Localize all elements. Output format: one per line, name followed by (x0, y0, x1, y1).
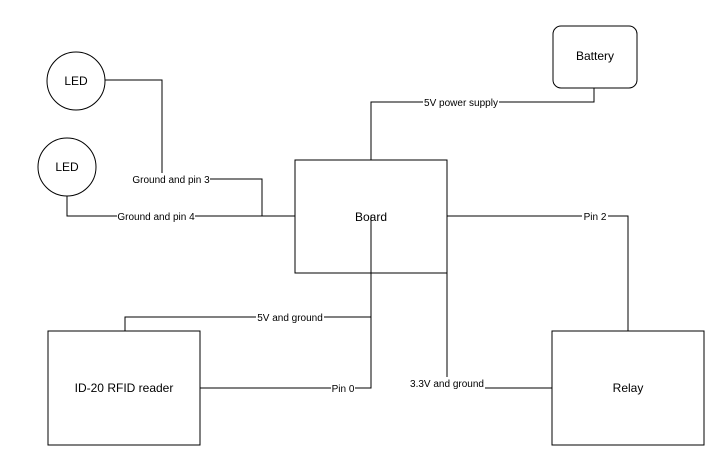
edge-label-rfid-pin0: Pin 0 (331, 382, 355, 395)
edge-text-battery-board: 5V power supply (424, 98, 498, 109)
rfid-node: ID-20 RFID reader (47, 330, 201, 446)
battery-label: Battery (576, 49, 614, 63)
relay-node: Relay (551, 330, 705, 446)
led-bottom-label: LED (55, 160, 79, 174)
edge-text-rfid-pin0: Pin 0 (332, 384, 355, 395)
edge-text-led-bottom-board: Ground and pin 4 (117, 212, 195, 223)
wire-board-relay (447, 215, 629, 331)
led-bottom-circle (37, 137, 97, 197)
relay-box (551, 330, 705, 446)
edge-label-led-top-board: Ground and pin 3 (132, 173, 210, 186)
edge-label-led-bottom-board: Ground and pin 4 (117, 210, 195, 223)
led-top-label: LED (64, 74, 88, 88)
battery-node: Battery (552, 25, 638, 89)
edge-text-relay-power: 3.3V and ground (410, 379, 484, 390)
led-bottom-node: LED (37, 137, 97, 197)
edge-label-relay-power: 3.3V and ground (409, 377, 485, 390)
rfid-box (47, 330, 201, 446)
led-top-circle (46, 51, 106, 111)
wire-led-bottom-board (66, 194, 295, 217)
battery-box (552, 25, 638, 89)
edge-label-board-relay: Pin 2 (582, 210, 608, 223)
edge-text-board-relay: Pin 2 (584, 212, 607, 223)
led-top-node: LED (46, 51, 106, 111)
rfid-label: ID-20 RFID reader (75, 381, 174, 395)
edge-label-battery-board: 5V power supply (423, 96, 499, 109)
edge-text-led-top-board: Ground and pin 3 (132, 175, 210, 186)
wire-led-top-board (105, 79, 263, 216)
relay-label: Relay (613, 381, 644, 395)
edge-text-rfid-power: 5V and ground (257, 313, 323, 324)
wire-relay-power (446, 272, 552, 389)
edge-label-rfid-power: 5V and ground (256, 311, 324, 324)
wire-rfid-power (124, 316, 371, 331)
